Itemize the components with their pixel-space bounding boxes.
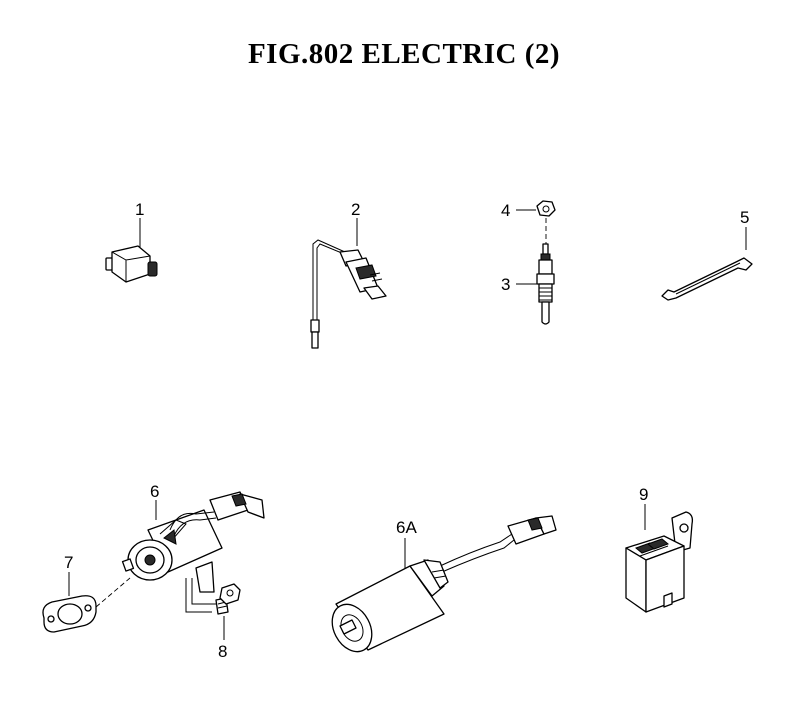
callout-1: 1 xyxy=(135,200,144,219)
figure-title: FIG.802 ELECTRIC (2) xyxy=(247,38,561,70)
part-8-bolt xyxy=(215,583,241,640)
callout-6: 6 xyxy=(150,482,159,501)
part-6a-solenoid-with-harness xyxy=(331,515,557,653)
callout-6a: 6A xyxy=(396,518,417,537)
part-2-sensor-with-lead xyxy=(310,218,387,349)
part-6-solenoid xyxy=(95,491,265,613)
callout-9: 9 xyxy=(639,485,648,504)
callout-7: 7 xyxy=(64,553,73,572)
part-7-gasket xyxy=(42,572,97,633)
part-3-glow-plug xyxy=(516,243,555,325)
callout-3: 3 xyxy=(501,275,510,294)
part-9-relay xyxy=(625,504,694,613)
part-1-sender-switch xyxy=(105,218,158,283)
callout-8: 8 xyxy=(218,642,227,661)
part-4-nut xyxy=(516,200,556,244)
callout-2: 2 xyxy=(351,200,360,219)
callout-4: 4 xyxy=(501,201,510,220)
part-5-bracket xyxy=(661,227,753,301)
callout-5: 5 xyxy=(740,208,749,227)
